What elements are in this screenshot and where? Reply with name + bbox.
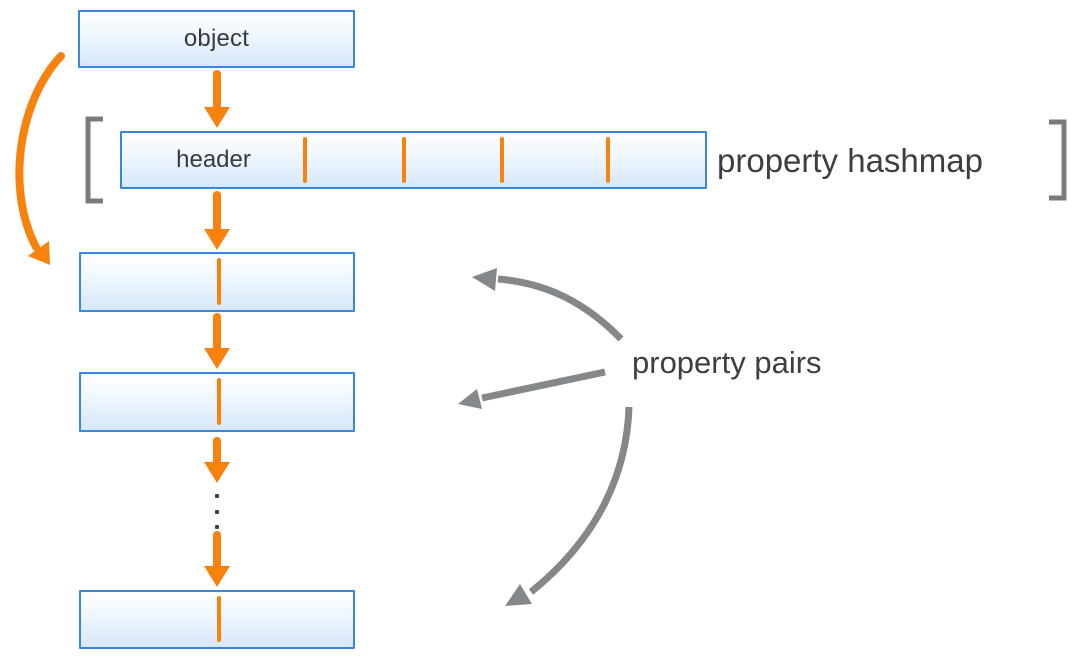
pairs-pointer-arrow-bottom: [505, 406, 633, 606]
pairs-pointer-arrow-middle: [458, 368, 606, 409]
pairs-pointer-arrow-top: [472, 268, 624, 342]
flow-arrow-object-to-hashmap: [204, 70, 230, 128]
property-pairs-label: property pairs: [632, 345, 822, 380]
flow-arrow-pair-2-to-ellipsis: [204, 437, 230, 483]
right-bracket-icon: [1049, 119, 1067, 201]
flow-arrow-pair-1-to-pair-2: [204, 313, 230, 369]
hashmap-slot-divider: [606, 137, 610, 183]
pair-divider: [217, 596, 221, 642]
ellipsis-dots: [215, 494, 220, 529]
hashmap-slot-divider: [500, 137, 504, 183]
pair-divider: [217, 258, 221, 305]
pair-divider: [217, 378, 221, 425]
object-label: object: [183, 25, 250, 52]
property-hashmap-box: header: [120, 131, 707, 189]
left-bracket-icon: [85, 116, 103, 204]
hashmap-slot-divider: [402, 137, 406, 183]
header-label: header: [176, 146, 251, 173]
object-box: object: [78, 10, 355, 68]
property-pair-box-last: [79, 590, 355, 649]
hashmap-slot-divider: [303, 137, 307, 183]
flow-arrow-ellipsis-to-pair-last: [204, 531, 230, 587]
property-pair-box-1: [79, 252, 355, 312]
flow-arrow-hashmap-to-pair-1: [204, 191, 230, 250]
property-pair-box-2: [79, 372, 355, 432]
ellipsis-dot: [215, 525, 219, 529]
property-hashmap-label: property hashmap: [717, 142, 983, 179]
ellipsis-dot: [215, 509, 219, 514]
curved-arrow-object-to-pair-1: [15, 52, 65, 265]
ellipsis-dot: [215, 494, 219, 498]
